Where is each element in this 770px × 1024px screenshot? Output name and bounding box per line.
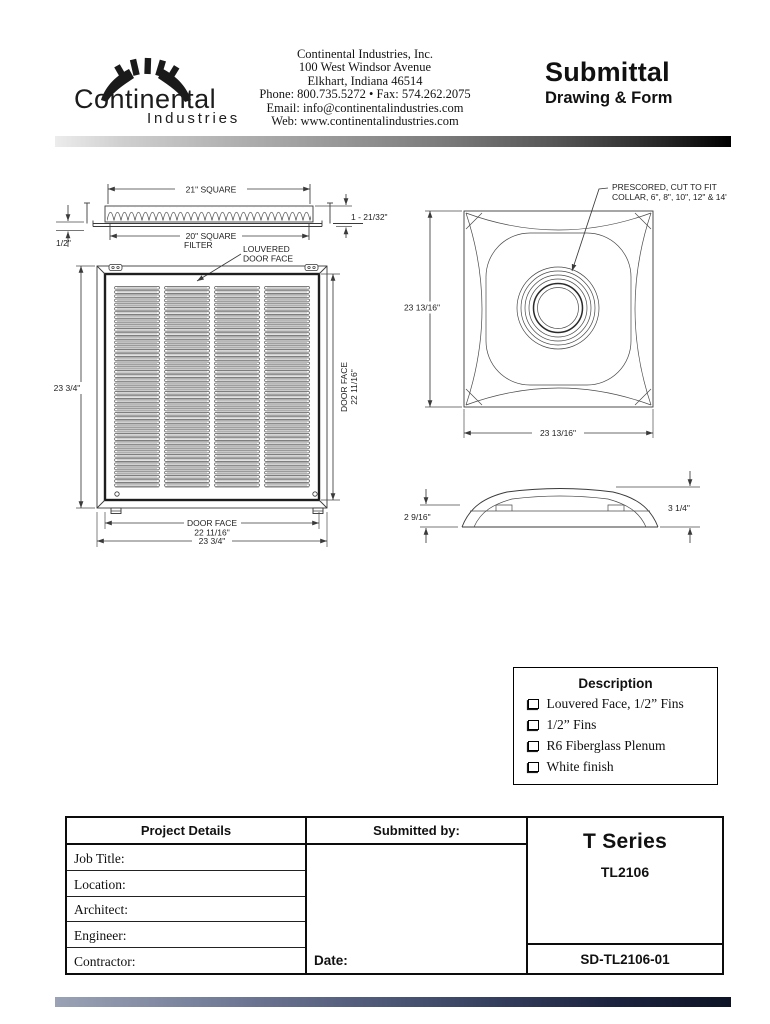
field-engineer[interactable]: Engineer: <box>67 922 305 949</box>
dim-1-21-32: 1 - 21/32" <box>351 212 388 222</box>
company-name: Continental Industries, Inc. <box>296 47 434 61</box>
project-details-header: Project Details <box>67 818 305 845</box>
dim-door-face-bottom-value: 22 11/16" <box>194 528 229 538</box>
dim-grille-height: 23 3/4" <box>54 383 81 393</box>
dim-20-square: 20" SQUARE <box>186 231 237 241</box>
logo-wordmark: Continental <box>74 84 217 114</box>
header-gradient-bar <box>55 136 731 147</box>
dim-21-square: 21" SQUARE <box>186 185 237 195</box>
document-title-main: Submittal <box>545 57 670 87</box>
checkbox-icon[interactable] <box>528 719 539 731</box>
continental-arch-logo-icon <box>101 57 191 102</box>
checkbox-icon[interactable] <box>528 698 539 710</box>
dim-door-face-bottom-label: DOOR FACE <box>187 518 237 528</box>
field-architect[interactable]: Architect: <box>67 897 305 923</box>
submitted-by-header: Submitted by: <box>307 818 526 845</box>
dim-door-face-vertical-value: 22 11/16" <box>349 369 359 404</box>
description-item: R6 Fiberglass Plenum <box>528 738 717 754</box>
description-item-label: White finish <box>546 759 614 774</box>
project-form-table: Project Details Job Title: Location: Arc… <box>65 816 724 975</box>
dim-grille-width: 23 3/4" <box>199 536 226 546</box>
company-web: Web: www.continentalindustries.com <box>271 114 459 129</box>
date-label: Date: <box>314 953 348 968</box>
field-label: Engineer: <box>74 928 127 944</box>
drawing-number: SD-TL2106-01 <box>528 943 722 973</box>
callout-louvered: LOUVERED <box>243 244 290 254</box>
submitted-by-column: Submitted by: Date: <box>307 818 528 973</box>
description-title: Description <box>578 676 653 691</box>
field-label: Job Title: <box>74 850 125 866</box>
technical-drawings: 21" SQUARE 1/2" 1 - 21/32" <box>47 182 727 547</box>
field-contractor[interactable]: Contractor: <box>67 948 305 973</box>
logo-subtitle: Industries <box>147 110 241 127</box>
grille-latches <box>108 264 324 514</box>
description-item: Louvered Face, 1/2” Fins <box>528 696 717 712</box>
submitted-by-area[interactable]: Date: <box>307 845 526 973</box>
project-details-column: Project Details Job Title: Location: Arc… <box>67 818 307 973</box>
description-box: Description Louvered Face, 1/2” Fins 1/2… <box>513 667 718 785</box>
document-title-sub: Drawing & Form <box>545 89 673 107</box>
callout-door-face: DOOR FACE <box>243 254 293 264</box>
company-email: Email: info@continentalindustries.com <box>266 100 464 115</box>
document-title: Submittal Drawing & Form <box>545 58 672 108</box>
dim-profile-inner-height: 2 9/16" <box>404 512 431 522</box>
series-column: T Series TL2106 SD-TL2106-01 <box>528 818 722 973</box>
dim-half-inch: 1/2" <box>56 238 71 248</box>
filter-cross-section-view: 21" SQUARE 1/2" 1 - 21/32" <box>56 183 388 282</box>
description-item: White finish <box>528 759 717 775</box>
description-item: 1/2” Fins <box>528 717 717 733</box>
callout-prescored-l2: COLLAR, 6", 8", 10", 12" & 14' <box>612 192 727 202</box>
description-item-label: R6 Fiberglass Plenum <box>546 738 666 753</box>
plenum-top-view: PRESCORED, CUT TO FIT COLLAR, 6", 8", 10… <box>398 182 727 438</box>
footer-gradient-bar <box>55 997 731 1007</box>
checkbox-icon[interactable] <box>528 761 539 773</box>
checkbox-icon[interactable] <box>528 740 539 752</box>
field-location[interactable]: Location: <box>67 871 305 897</box>
field-job-title[interactable]: Job Title: <box>67 845 305 871</box>
dim-plenum-width: 23 13/16" <box>540 428 576 438</box>
series-spacer <box>528 880 722 943</box>
company-phone-fax: Phone: 800.735.5272 • Fax: 574.262.2075 <box>259 87 471 102</box>
prescored-collar-rings <box>516 266 600 350</box>
series-title: T Series <box>582 830 668 853</box>
description-item-label: 1/2” Fins <box>546 717 597 732</box>
dim-plenum-height: 23 13/16" <box>404 303 440 313</box>
description-list: Louvered Face, 1/2” Fins 1/2” Fins R6 Fi… <box>514 696 717 775</box>
dim-20-square-filter: FILTER <box>184 240 213 250</box>
dim-profile-overall-height: 3 1/4" <box>668 503 690 513</box>
dim-door-face-vertical-label: DOOR FACE <box>339 362 349 412</box>
field-label: Location: <box>74 876 126 892</box>
callout-prescored-l1: PRESCORED, CUT TO FIT <box>612 182 717 192</box>
model-number: TL2106 <box>600 864 650 880</box>
description-item-label: Louvered Face, 1/2” Fins <box>546 696 684 711</box>
field-label: Architect: <box>74 902 128 918</box>
grille-front-view: 23 3/4" DOOR FACE 22 11/16" DOOR FACE 22… <box>47 264 359 547</box>
company-street: 100 West Windsor Avenue <box>298 60 432 75</box>
plenum-side-profile: 2 9/16" 3 1/4" <box>404 471 700 543</box>
company-address-block: Continental Industries, Inc. 100 West Wi… <box>240 47 490 129</box>
company-city: Elkhart, Indiana 46514 <box>307 73 423 88</box>
field-label: Contractor: <box>74 953 136 969</box>
